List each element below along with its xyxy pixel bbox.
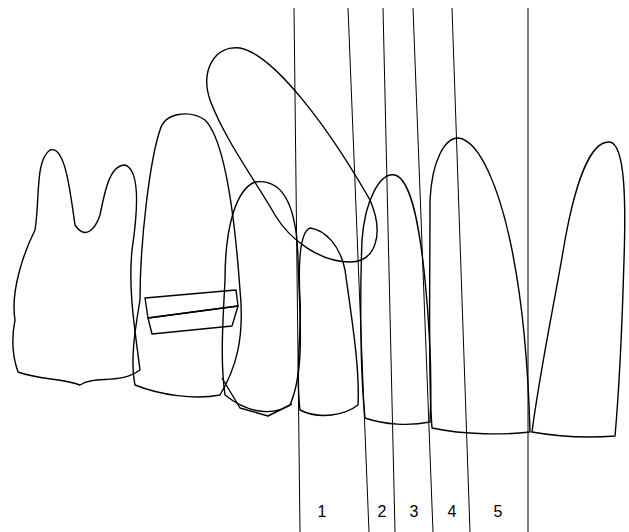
region-number: 1 (318, 504, 327, 520)
region-number: 3 (410, 504, 419, 520)
reference-line (528, 8, 529, 532)
premolar-outline (133, 114, 241, 397)
bracket-band (148, 306, 238, 334)
region-number: 4 (448, 504, 457, 520)
reference-line (383, 8, 395, 532)
reference-line (348, 8, 369, 532)
lateral-incisor-outline (298, 228, 358, 415)
canine-outline (222, 182, 300, 412)
molar-outline (13, 150, 140, 385)
region-number: 5 (494, 504, 503, 520)
central-incisor-outline (532, 142, 625, 437)
reference-line (294, 8, 300, 532)
impacted-canine-outline (207, 48, 377, 262)
lateral-incisor-outline (361, 175, 431, 425)
region-number: 2 (378, 504, 387, 520)
canine-offset-line (222, 378, 292, 416)
central-incisor-outline (430, 138, 531, 434)
reference-line (452, 8, 470, 532)
reference-line (413, 8, 433, 532)
